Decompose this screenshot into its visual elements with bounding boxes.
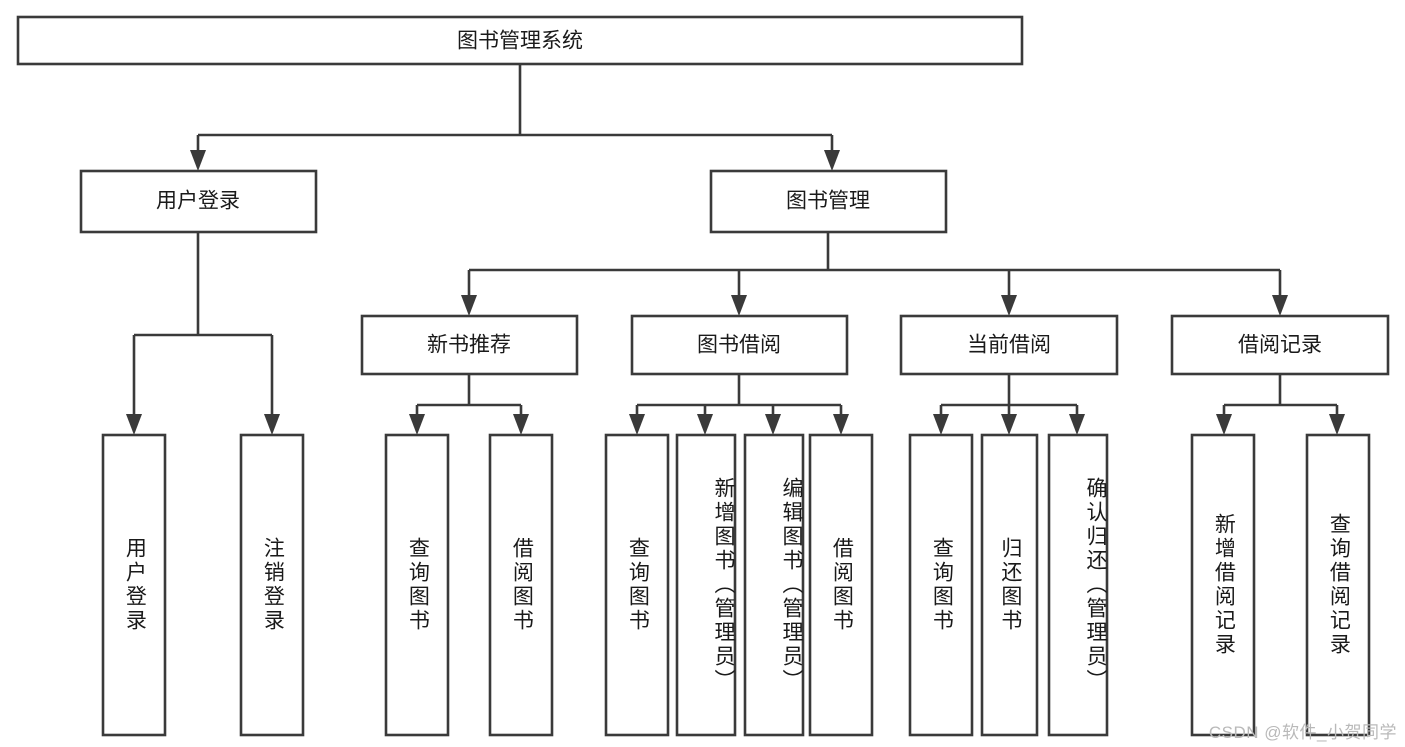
root-box[interactable]	[16, 15, 1024, 66]
arrow-leaf-return-book	[1001, 414, 1017, 435]
connector-bookmgmt-to-level3	[461, 232, 1288, 316]
connector-root-to-level2	[190, 64, 840, 171]
arrow-leaf-query-book-1	[409, 414, 425, 435]
connector-bookborrow-to-leaves	[629, 374, 849, 435]
leaf-edit-book-box[interactable]	[743, 433, 805, 737]
leaf-query-book-3-box[interactable]	[908, 433, 974, 737]
leaf-confirm-return-box[interactable]	[1047, 433, 1109, 737]
leaf-borrow-book-1-box[interactable]	[488, 433, 554, 737]
arrow-leaf-borrow-book-2	[833, 414, 849, 435]
book-borrow-label: 图书借阅	[697, 334, 781, 357]
arrow-current-borrow	[1001, 295, 1017, 316]
arrow-user-login	[190, 150, 206, 171]
arrow-leaf-borrow-book-1	[513, 414, 529, 435]
new-book-recommend-box[interactable]	[360, 314, 579, 376]
arrow-leaf-logout-login	[264, 414, 280, 435]
arrow-leaf-query-book-3	[933, 414, 949, 435]
arrow-book-management	[824, 150, 840, 171]
node-root[interactable]: 图书管理系统	[16, 15, 1024, 66]
node-user-login[interactable]: 用户登录	[79, 169, 318, 234]
node-book-management[interactable]: 图书管理	[709, 169, 948, 234]
node-borrow-record[interactable]: 借阅记录	[1170, 314, 1390, 376]
node-new-book-recommend[interactable]: 新书推荐	[360, 314, 579, 376]
arrow-leaf-query-record	[1329, 414, 1345, 435]
connector-borrowrecord-to-leaves	[1216, 374, 1345, 435]
user-login-label: 用户登录	[156, 190, 240, 213]
connector-newbook-to-leaves	[409, 374, 529, 435]
arrow-book-borrow	[731, 295, 747, 316]
node-book-borrow[interactable]: 图书借阅	[630, 314, 849, 376]
leaf-logout-login-box[interactable]	[239, 433, 305, 737]
arrow-leaf-add-book	[697, 414, 713, 435]
current-borrow-box[interactable]	[899, 314, 1119, 376]
leaf-query-book-2-box[interactable]	[604, 433, 670, 737]
connector-userlogin-to-leaves	[126, 232, 280, 435]
leaf-add-book-box[interactable]	[675, 433, 737, 737]
borrow-record-label: 借阅记录	[1238, 334, 1322, 357]
leaf-user-login-box[interactable]	[101, 433, 167, 737]
new-book-recommend-label: 新书推荐	[427, 334, 511, 357]
csdn-watermark: CSDN @软件_小贺同学	[1208, 723, 1397, 742]
book-management-box[interactable]	[709, 169, 948, 234]
arrow-new-book-recommend	[461, 295, 477, 316]
leaf-query-book-1-box[interactable]	[384, 433, 450, 737]
current-borrow-label: 当前借阅	[967, 334, 1051, 357]
node-current-borrow[interactable]: 当前借阅	[899, 314, 1119, 376]
book-borrow-box[interactable]	[630, 314, 849, 376]
arrow-leaf-add-record	[1216, 414, 1232, 435]
leaf-add-record-box[interactable]	[1190, 433, 1256, 737]
arrow-leaf-edit-book	[765, 414, 781, 435]
leaf-return-book-box[interactable]	[980, 433, 1039, 737]
leaf-query-record-box[interactable]	[1305, 433, 1371, 737]
book-management-label: 图书管理	[786, 190, 870, 213]
arrow-leaf-query-book-2	[629, 414, 645, 435]
borrow-record-box[interactable]	[1170, 314, 1390, 376]
connector-currentborrow-to-leaves	[933, 374, 1085, 435]
arrow-leaf-user-login	[126, 414, 142, 435]
arrow-borrow-record	[1272, 295, 1288, 316]
leaf-borrow-book-2-box[interactable]	[808, 433, 874, 737]
arrow-leaf-confirm-return	[1069, 414, 1085, 435]
root-label: 图书管理系统	[457, 30, 583, 53]
